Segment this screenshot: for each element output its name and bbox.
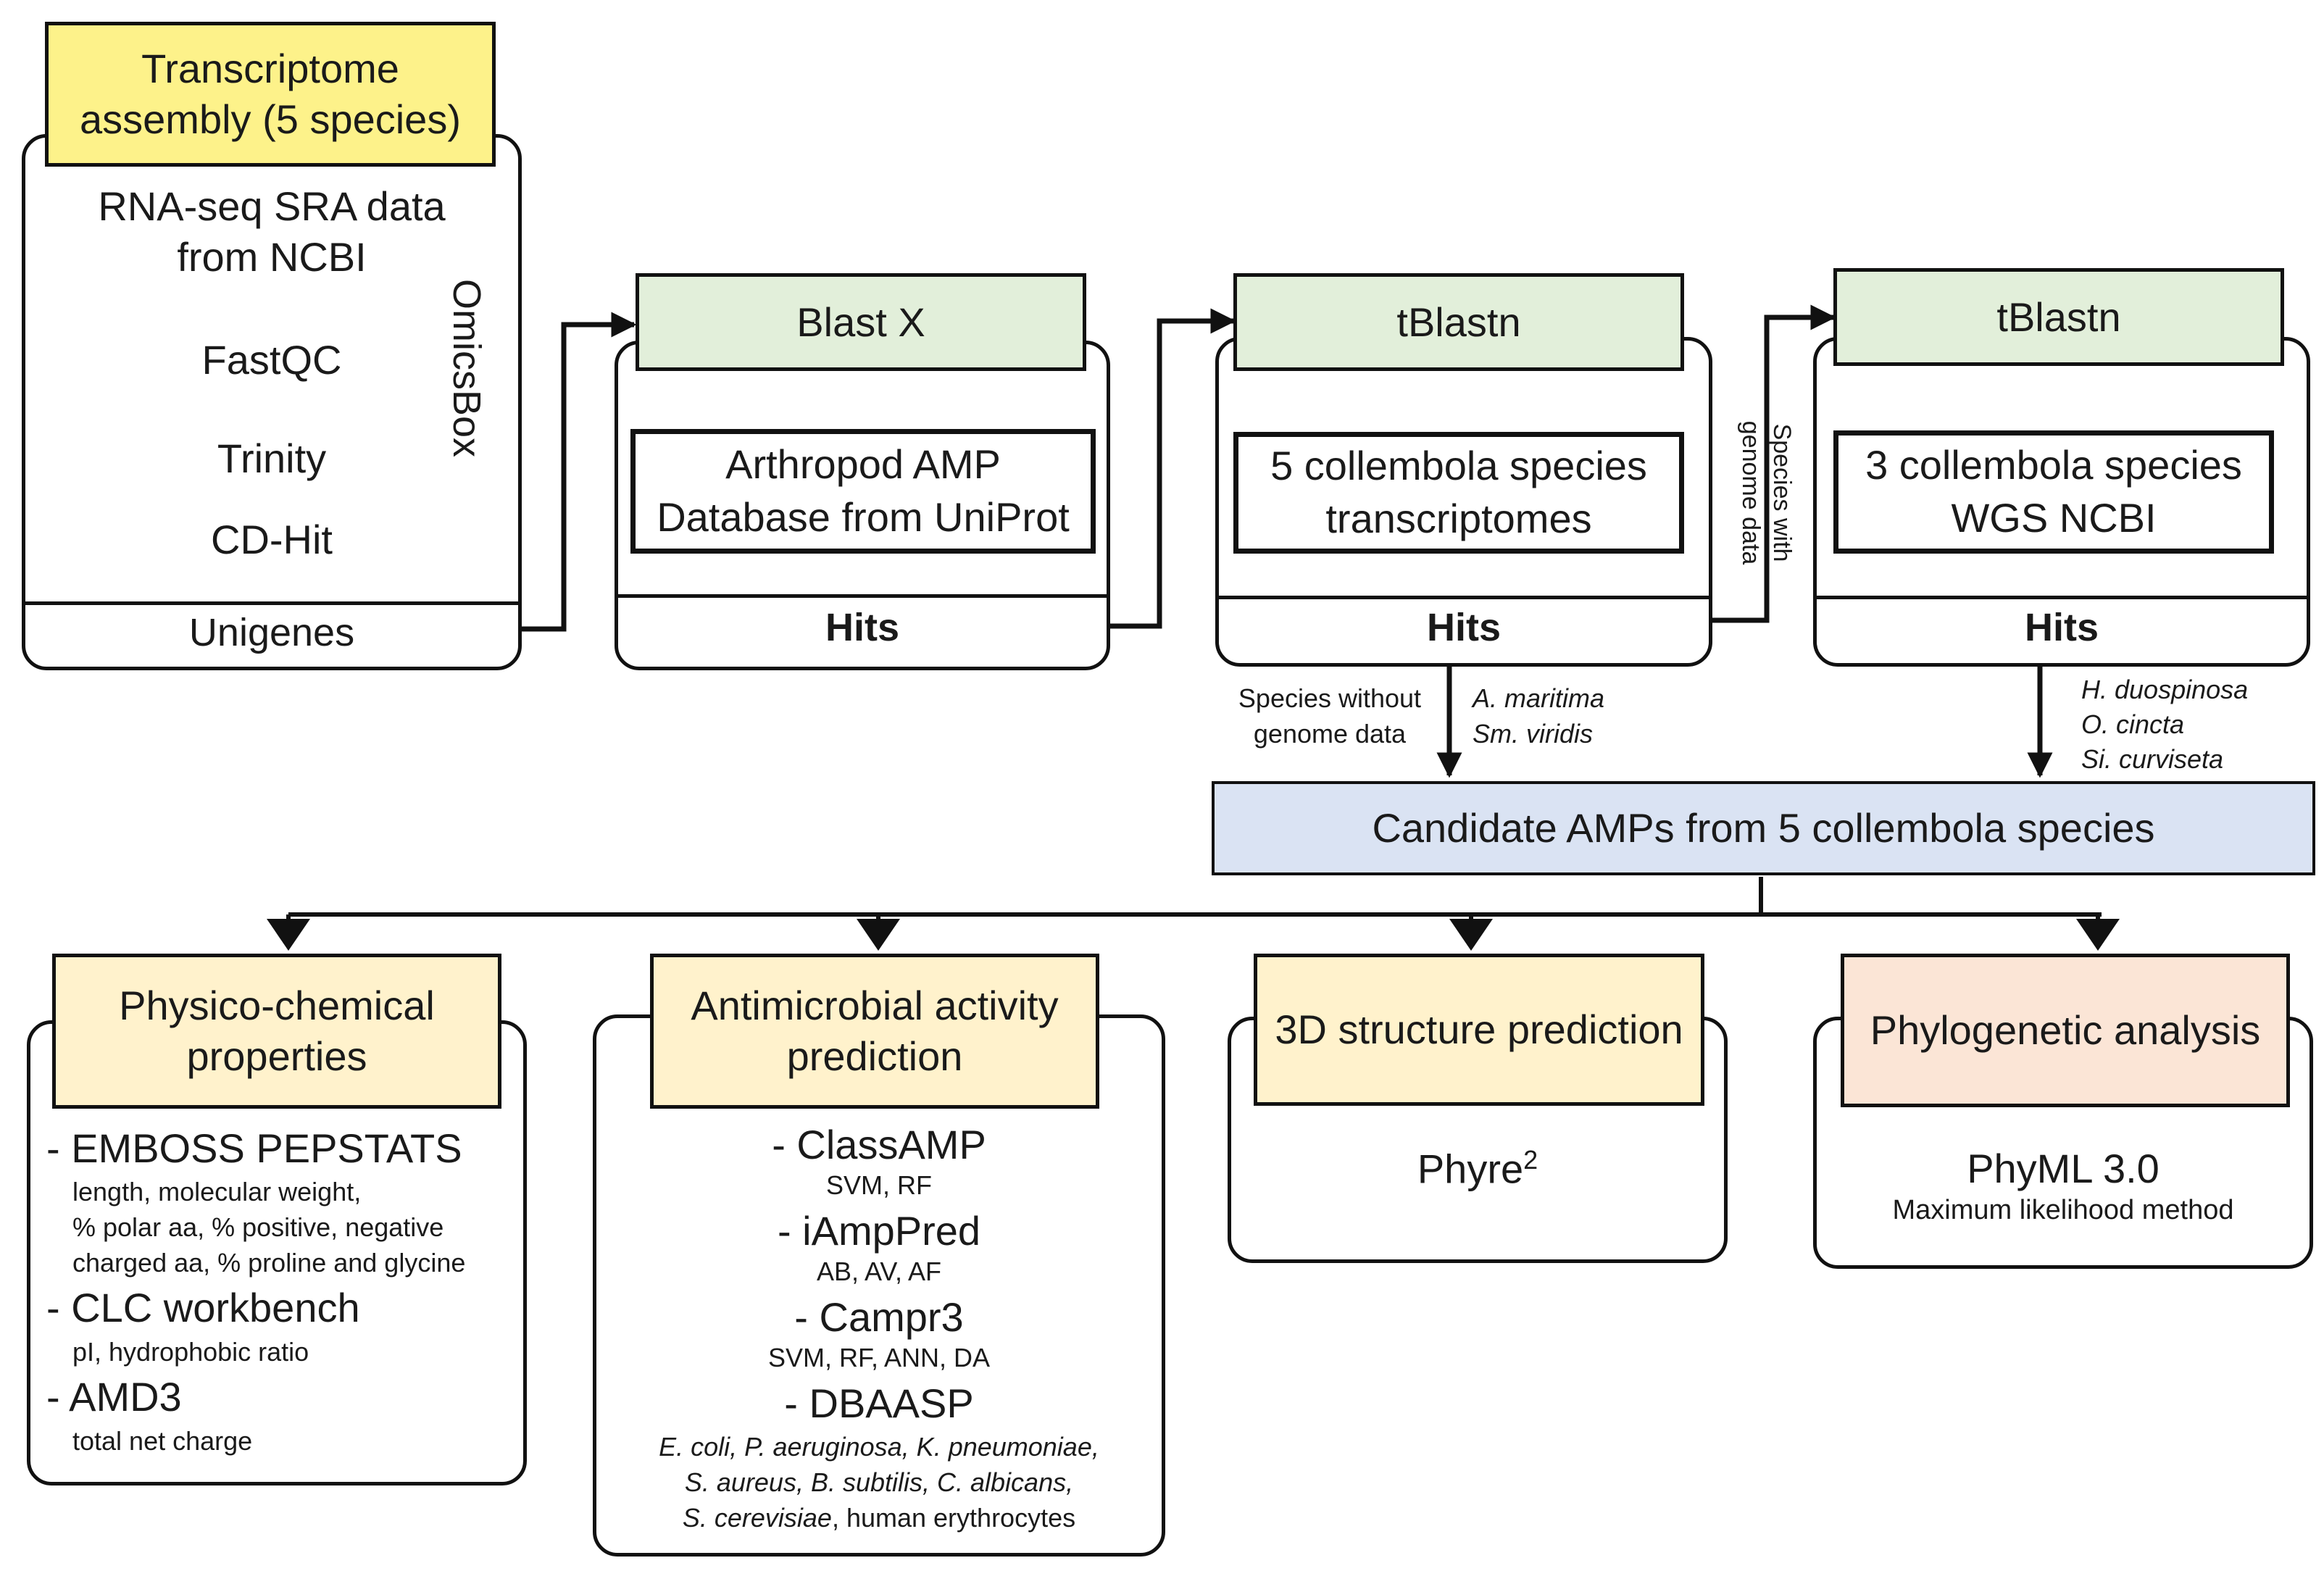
assembly-header: Transcriptome assembly (5 species) xyxy=(45,22,496,167)
tblastn2-divider xyxy=(1817,596,2307,599)
detail-line: length, molecular weight, xyxy=(72,1177,362,1207)
target-species: S. cerevisiae xyxy=(682,1502,832,1533)
antimicrobial-header: Antimicrobial activity prediction xyxy=(650,954,1099,1109)
dbaasp-targets: E. coli, P. aeruginosa, K. pneumoniae, S… xyxy=(659,1430,1099,1535)
species-with-genome-label: Species with genome data xyxy=(1737,420,1796,565)
blastx-hits-label: Hits xyxy=(825,606,899,649)
phyml-method: Maximum likelihood method xyxy=(1892,1195,2234,1225)
amd3-tool: - AMD3 xyxy=(46,1374,182,1420)
detail-line: charged aa, % proline and glycine xyxy=(72,1247,466,1278)
detail-line: % polar aa, % positive, negative xyxy=(72,1212,444,1242)
unigenes-to-blastx-connector xyxy=(522,312,637,632)
collembola-wgs-box: 3 collembola species WGS NCBI xyxy=(1833,430,2274,554)
physico-header: Physico-chemical properties xyxy=(52,954,501,1109)
trinity-step: Trinity xyxy=(217,436,327,481)
blastx-header: Blast X xyxy=(636,273,1086,371)
phylo-header: Phylogenetic analysis xyxy=(1841,954,2290,1107)
blastx-hits-to-tblastn-connector xyxy=(1110,308,1236,629)
down-arrow-icon xyxy=(1449,919,1493,951)
species-name: Sm. viridis xyxy=(1473,718,1594,749)
flow-connectors xyxy=(522,304,2053,778)
candidate-distribution-lines xyxy=(286,877,2102,928)
assembly-panel: RNA-seq SRA data from NCBI FastQC Trinit… xyxy=(22,134,522,670)
target-remainder: , human erythrocytes xyxy=(831,1502,1076,1533)
tblastn1-header: tBlastn xyxy=(1233,273,1684,371)
phyre-superscript: 2 xyxy=(1523,1145,1538,1175)
antimicrobial-tool-list: - ClassAMP SVM, RF - iAmpPred AB, AV, AF… xyxy=(596,1122,1162,1535)
species-without-genome-label: Species without genome data xyxy=(1238,683,1422,749)
assembly-steps: RNA-seq SRA data from NCBI FastQC Trinit… xyxy=(40,181,504,565)
clc-detail: pI, hydrophobic ratio xyxy=(72,1336,309,1367)
physico-tool-list: - EMBOSS PEPSTATS length, molecular weig… xyxy=(46,1125,517,1459)
emboss-tool: - EMBOSS PEPSTATS xyxy=(46,1125,462,1171)
tblastn2-hits-label: Hits xyxy=(2024,606,2099,649)
structure-header: 3D structure prediction xyxy=(1254,954,1704,1106)
tblastn1-hits-label: Hits xyxy=(1426,606,1501,649)
iamppred-detail: AB, AV, AF xyxy=(816,1257,942,1287)
campr3-tool: - Campr3 xyxy=(794,1293,964,1340)
classamp-tool: - ClassAMP xyxy=(772,1122,986,1167)
classamp-detail: SVM, RF xyxy=(825,1170,932,1201)
species-name: H. duospinosa xyxy=(2081,675,2249,704)
down-arrow-icon xyxy=(857,919,900,951)
species-name: A. maritima xyxy=(1473,683,1605,713)
assembly-divider xyxy=(25,601,518,605)
tblastn1-divider xyxy=(1219,596,1709,599)
species-without-list: A. maritima Sm. viridis xyxy=(1473,681,1604,751)
cdhit-step: CD-Hit xyxy=(211,517,333,562)
phylo-tool-block: PhyML 3.0 Maximum likelihood method xyxy=(1817,1145,2310,1226)
emboss-detail: length, molecular weight, % polar aa, % … xyxy=(72,1175,517,1280)
blastx-divider xyxy=(618,594,1107,598)
tblastn2-header: tBlastn xyxy=(1833,268,2284,366)
down-arrow-icon xyxy=(2076,919,2120,951)
tblastn-hits-to-tblastn2-connector xyxy=(1712,304,1836,623)
phyml-tool: PhyML 3.0 xyxy=(1967,1146,2160,1191)
species-name: Si. curviseta xyxy=(2081,743,2224,774)
clc-tool: - CLC workbench xyxy=(46,1285,360,1331)
species-name: O. cincta xyxy=(2081,709,2185,739)
target-line: E. coli, P. aeruginosa, K. pneumoniae, xyxy=(659,1432,1099,1462)
down-arrow-icon xyxy=(267,919,310,951)
phyre-tool: Phyre2 xyxy=(1231,1145,1724,1193)
campr3-detail: SVM, RF, ANN, DA xyxy=(767,1343,991,1373)
species-with-list: H. duospinosa O. cincta Si. curviseta xyxy=(2081,672,2248,777)
amd3-detail: total net charge xyxy=(72,1425,253,1456)
fastqc-step: FastQC xyxy=(201,337,342,383)
rna-seq-step: RNA-seq SRA data from NCBI xyxy=(98,183,446,280)
arthropod-database-box: Arthropod AMP Database from UniProt xyxy=(630,429,1096,554)
phyre-name: Phyre xyxy=(1417,1146,1524,1192)
candidate-amps-box: Candidate AMPs from 5 collembola species xyxy=(1212,781,2315,875)
omicsbox-label: OmicsBox xyxy=(445,279,488,458)
iamppred-tool: - iAmpPred xyxy=(777,1207,981,1254)
target-line: S. aureus, B. subtilis, C. albicans, xyxy=(684,1467,1074,1497)
target-line: S. cerevisiae, human erythrocytes xyxy=(659,1501,1099,1536)
candidate-branch-arrowheads xyxy=(267,919,2120,951)
dbaasp-tool: - DBAASP xyxy=(784,1380,974,1426)
collembola-transcriptomes-box: 5 collembola species transcriptomes xyxy=(1233,432,1684,554)
unigenes-label: Unigenes xyxy=(188,611,355,654)
